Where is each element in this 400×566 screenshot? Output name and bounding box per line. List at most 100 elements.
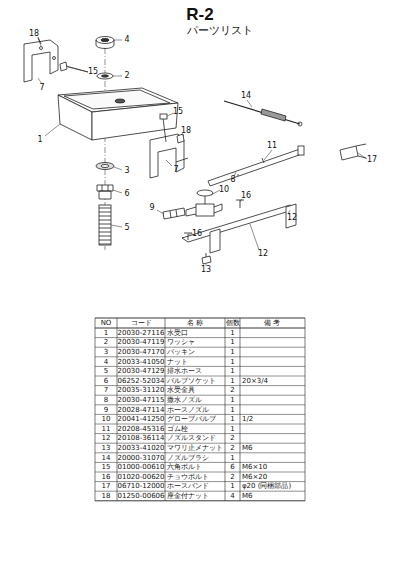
callout-number: 4 <box>124 36 129 44</box>
table-header: 個数 <box>226 320 240 327</box>
table-cell: M6×20 <box>242 473 267 480</box>
table-cell: φ20 (同梱部品) <box>242 483 291 490</box>
table-cell: 撒水ノズル <box>167 397 202 404</box>
table-cell: 20030-27116 <box>117 329 164 336</box>
table-header: NO <box>101 320 112 327</box>
table-cell: 18 <box>102 493 111 500</box>
table-cell: 11 <box>102 425 111 432</box>
callout-number: 18 <box>181 127 191 135</box>
callout-number: 6 <box>124 190 129 198</box>
table-cell: 17 <box>102 483 111 490</box>
table-grid <box>95 318 305 501</box>
table-cell: マワリ止メナット <box>167 445 223 452</box>
callout-number: 11 <box>267 142 277 150</box>
table-cell: ゴム栓 <box>167 425 188 432</box>
table-cell: 9 <box>104 406 108 413</box>
table-cell: 1 <box>230 368 234 375</box>
hose-nozzle <box>163 208 185 219</box>
packing <box>96 163 114 170</box>
table-cell: 2 <box>104 339 108 346</box>
table-cell: 1 <box>230 397 234 404</box>
table-rule <box>240 318 241 501</box>
table-cell: 座金付ナット <box>167 493 209 500</box>
table-cell: 20030-47119 <box>117 339 164 346</box>
table-cell: 12 <box>102 435 111 442</box>
callout-number: 10 <box>219 186 229 194</box>
callout-number: 15 <box>173 108 183 116</box>
table-cell: 水受金具 <box>167 387 195 394</box>
table-cell: 20028-47114 <box>117 406 164 413</box>
table-cell: 20030-47129 <box>117 368 164 375</box>
table-cell: 13 <box>102 445 111 452</box>
table-cell: 1 <box>230 406 234 413</box>
table-cell: ワッシャ <box>167 339 195 346</box>
table-cell: 1 <box>104 329 108 336</box>
table-cell: 5 <box>104 368 108 375</box>
table-cell: 水受口 <box>167 329 188 336</box>
table-cell: 排水ホース <box>167 368 202 375</box>
callout-number: 7 <box>39 84 44 92</box>
callout-number: 7 <box>173 166 178 174</box>
table-cell: 六角ボルト <box>167 464 202 471</box>
table-cell: ホースノズル <box>167 406 209 413</box>
table-rule <box>305 318 306 501</box>
table-cell: ナット <box>167 358 188 365</box>
callout-number: 12 <box>258 250 268 258</box>
table-cell: パッキン <box>167 349 195 356</box>
callout-number: 15 <box>88 68 98 76</box>
nut <box>96 37 114 49</box>
bracket <box>24 37 88 82</box>
valve-socket <box>97 185 113 199</box>
table-cell: 2 <box>230 435 234 442</box>
table-cell: 20×3/4 <box>242 377 268 384</box>
table-cell: 1 <box>230 483 234 490</box>
table-cell: 20108-36114 <box>117 435 164 442</box>
table-rule <box>117 318 118 501</box>
table-cell: グローブバルブ <box>167 416 216 423</box>
callout-number: 18 <box>29 30 39 38</box>
table-cell: 20208-45316 <box>117 425 164 432</box>
table-cell: 1 <box>230 349 234 356</box>
table-cell: ノズルスタンド <box>167 435 216 442</box>
table-cell: 06252-52034 <box>117 377 164 384</box>
callout-number: 2 <box>124 72 129 80</box>
table-cell: 7 <box>104 387 108 394</box>
globe-valve <box>186 190 222 216</box>
callout-number: 1 <box>37 136 42 144</box>
subtitle: パーツリスト <box>187 25 253 36</box>
callout-number: 16 <box>241 192 251 200</box>
table-cell: 6 <box>230 464 234 471</box>
table-cell: 8 <box>104 397 108 404</box>
callout-number: 3 <box>124 167 129 175</box>
water-basin <box>58 88 178 140</box>
table-cell: 2 <box>230 387 234 394</box>
table-cell: 6 <box>104 377 108 384</box>
table-cell: M6 <box>242 445 253 452</box>
table-cell: 3 <box>104 349 108 356</box>
table-cell: 01020-00620 <box>117 473 164 480</box>
table-cell: ホースバンド <box>167 483 209 490</box>
table-cell: 20035-31120 <box>117 387 164 394</box>
table-rule <box>225 318 226 501</box>
table-cell: 1 <box>230 358 234 365</box>
table-header: コード <box>131 320 152 327</box>
table-cell: 1 <box>230 454 234 461</box>
table-cell: 16 <box>102 473 111 480</box>
table-cell: 1 <box>230 425 234 432</box>
table-cell: 15 <box>102 464 111 471</box>
table-cell: 1/2 <box>242 416 253 423</box>
callout-number: 8 <box>230 176 235 184</box>
table-cell: チョウボルト <box>167 473 209 480</box>
callout-number: 9 <box>149 204 154 212</box>
table-rule <box>95 318 96 501</box>
callout-number: 12 <box>287 214 297 222</box>
washer <box>97 73 113 79</box>
table-cell: 14 <box>102 454 111 461</box>
table-cell: 01000-00610 <box>117 464 164 471</box>
table-cell: 1 <box>230 339 234 346</box>
table-cell: 2 <box>230 445 234 452</box>
table-cell: ノズルブラシ <box>167 454 209 461</box>
bracket <box>150 114 188 178</box>
spray-nozzle <box>208 144 366 186</box>
